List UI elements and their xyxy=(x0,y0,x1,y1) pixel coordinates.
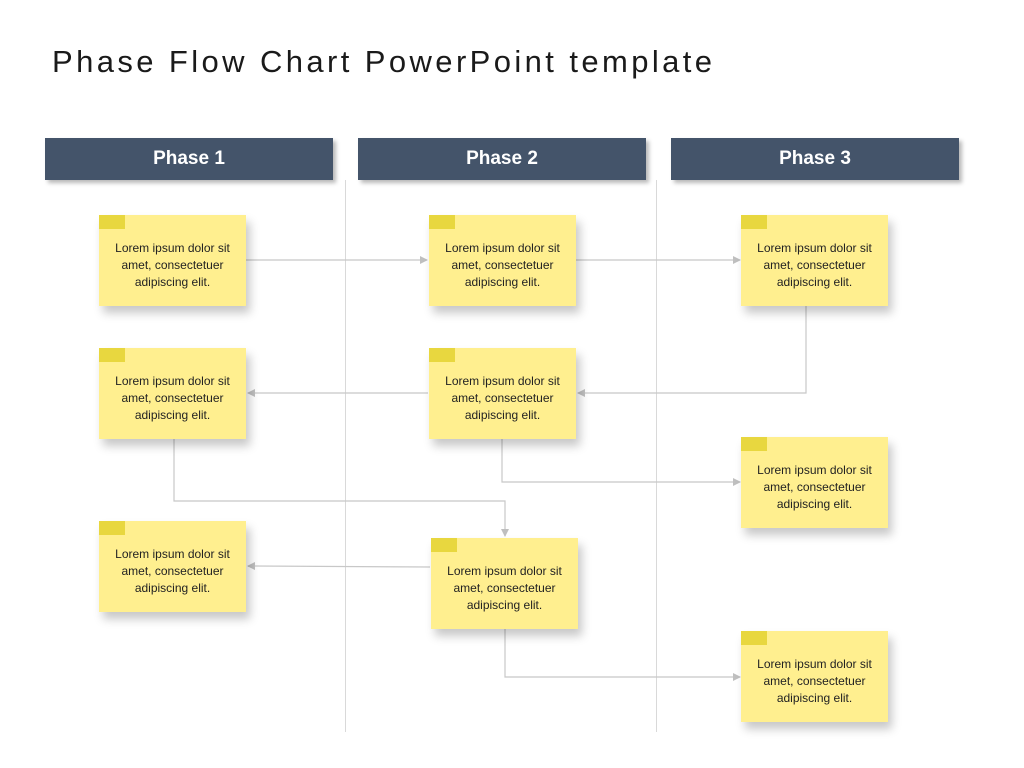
phase-3-header: Phase 3 xyxy=(671,138,959,180)
note-text: Lorem ipsum dolor sit amet, consectetuer… xyxy=(447,564,562,612)
note-text: Lorem ipsum dolor sit amet, consectetuer… xyxy=(115,547,230,595)
sticky-note-phase-3-row-1: Lorem ipsum dolor sit amet, consectetuer… xyxy=(741,215,888,306)
sticky-note-phase-3-row-2: Lorem ipsum dolor sit amet, consectetuer… xyxy=(741,437,888,528)
sticky-note-phase-1-row-2: Lorem ipsum dolor sit amet, consectetuer… xyxy=(99,348,246,439)
note-tab xyxy=(429,215,455,229)
note-tab xyxy=(431,538,457,552)
note-tab xyxy=(741,215,767,229)
note-text: Lorem ipsum dolor sit amet, consectetuer… xyxy=(445,241,560,289)
note-tab xyxy=(741,437,767,451)
note-text: Lorem ipsum dolor sit amet, consectetuer… xyxy=(757,241,872,289)
sticky-note-phase-2-row-2: Lorem ipsum dolor sit amet, consectetuer… xyxy=(429,348,576,439)
connector-2-2-to-3-2 xyxy=(501,439,741,486)
connector-1-2-to-2-3 xyxy=(173,439,509,537)
note-tab xyxy=(99,348,125,362)
connector-2-3-to-3-3 xyxy=(504,629,741,681)
column-divider-2 xyxy=(656,180,657,732)
sticky-note-phase-1-row-3: Lorem ipsum dolor sit amet, consectetuer… xyxy=(99,521,246,612)
phase-1-header: Phase 1 xyxy=(45,138,333,180)
note-tab xyxy=(99,521,125,535)
column-divider-1 xyxy=(345,180,346,732)
sticky-note-phase-1-row-1: Lorem ipsum dolor sit amet, consectetuer… xyxy=(99,215,246,306)
note-text: Lorem ipsum dolor sit amet, consectetuer… xyxy=(757,657,872,705)
phase-3-label: Phase 3 xyxy=(779,148,851,169)
sticky-note-phase-2-row-3: Lorem ipsum dolor sit amet, consectetuer… xyxy=(431,538,578,629)
phase-2-header: Phase 2 xyxy=(358,138,646,180)
connector-3-1-to-2-2 xyxy=(577,306,807,397)
note-tab xyxy=(99,215,125,229)
note-text: Lorem ipsum dolor sit amet, consectetuer… xyxy=(445,374,560,422)
note-tab xyxy=(741,631,767,645)
phase-2-label: Phase 2 xyxy=(466,148,538,169)
slide-title: Phase Flow Chart PowerPoint template xyxy=(52,44,716,79)
note-tab xyxy=(429,348,455,362)
sticky-note-phase-2-row-1: Lorem ipsum dolor sit amet, consectetuer… xyxy=(429,215,576,306)
sticky-note-phase-3-row-3: Lorem ipsum dolor sit amet, consectetuer… xyxy=(741,631,888,722)
note-text: Lorem ipsum dolor sit amet, consectetuer… xyxy=(115,374,230,422)
phase-1-label: Phase 1 xyxy=(153,148,225,169)
note-text: Lorem ipsum dolor sit amet, consectetuer… xyxy=(115,241,230,289)
connector-2-3-to-1-3 xyxy=(247,562,431,571)
note-text: Lorem ipsum dolor sit amet, consectetuer… xyxy=(757,463,872,511)
